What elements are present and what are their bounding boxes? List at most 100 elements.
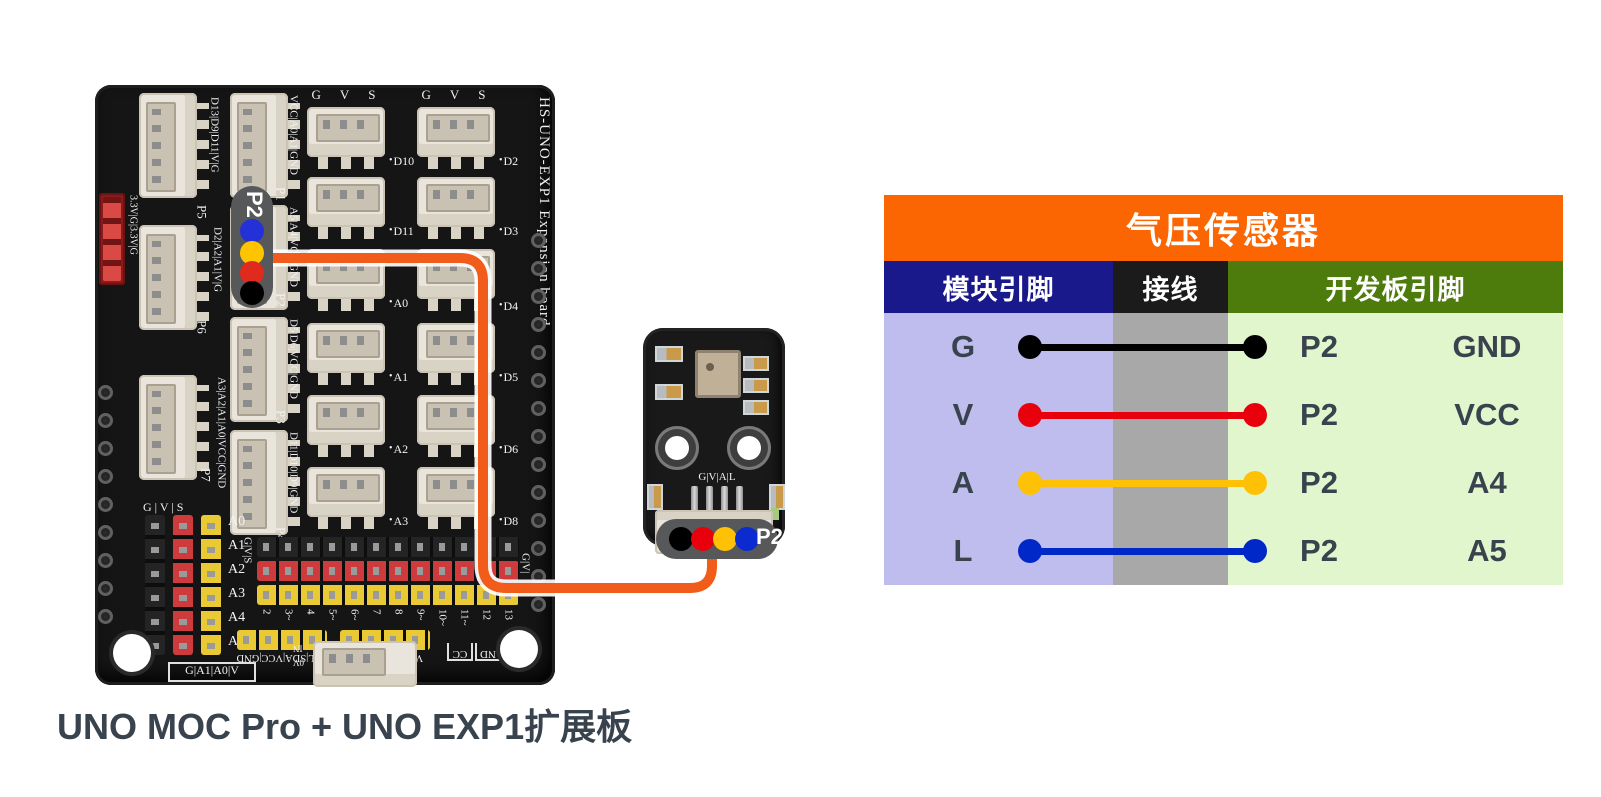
smd-component <box>743 400 769 415</box>
vcc-partial-label: CC <box>447 643 473 661</box>
port-id-label: P2 <box>273 293 289 307</box>
smd-component <box>769 484 785 510</box>
board-port-label: P2 <box>1300 397 1338 432</box>
solder-pad <box>531 261 546 276</box>
solder-pad <box>98 525 113 540</box>
solder-pad <box>531 597 546 612</box>
expansion-board: HS-UNO-EXP1 Expansion board G V S G V S … <box>95 85 555 687</box>
mounting-hole <box>500 630 538 668</box>
digital-pin-label: 6~ <box>348 609 361 621</box>
solder-pad <box>98 441 113 456</box>
port-id-label: P7 <box>198 468 214 482</box>
socket-label: D6 <box>499 443 519 456</box>
gnd-partial-label: ND <box>475 643 501 661</box>
board-pin-label: A4 <box>1467 465 1507 500</box>
mounting-hole <box>113 634 151 672</box>
solder-pad <box>98 581 113 596</box>
smd-component <box>743 356 769 371</box>
wiring-table: 气压传感器 模块引脚 接线 开发板引脚 G P2 GND V P2 VCC <box>884 195 1563 585</box>
power-connector <box>99 193 125 285</box>
port-id-label: P3 <box>273 410 289 424</box>
wire-endpoint-dot <box>1243 471 1267 495</box>
digital-pin-label: 13 <box>502 609 515 620</box>
analog-pin-label: A2 <box>228 562 246 577</box>
solder-pad <box>98 553 113 568</box>
socket-label: D8 <box>499 515 519 528</box>
sensor-mounting-hole <box>727 426 771 470</box>
port-id-label: P1 <box>273 187 289 201</box>
sensor-mounting-hole <box>655 426 699 470</box>
jst-socket <box>307 467 385 529</box>
pin-header-column <box>145 515 165 655</box>
digital-pin-label: 4 <box>304 609 317 615</box>
board-pin-label: VCC <box>1454 397 1520 432</box>
smd-component <box>743 378 769 393</box>
pin-header-row <box>257 561 519 581</box>
table-title: 气压传感器 <box>884 195 1563 261</box>
port-pins-label: A5|A4|VCC|GND <box>287 207 300 287</box>
bottom-connector <box>313 641 417 687</box>
analog-pin-label: A3 <box>228 586 246 601</box>
socket-label: A3 <box>389 515 409 528</box>
gvs-header: G V S <box>311 87 383 102</box>
solder-pad <box>531 541 546 556</box>
solder-pad <box>98 385 113 400</box>
pin-header-column <box>201 515 221 655</box>
column-header-board-pin: 开发板引脚 <box>1228 261 1563 313</box>
sensor-port-badge: P2 <box>656 519 783 559</box>
smd-component <box>655 384 683 400</box>
solder-pad <box>98 413 113 428</box>
sensor-pins-label: G|V|A|L <box>698 471 736 483</box>
digital-header-label: G|V|S <box>241 537 254 564</box>
jst-socket <box>307 249 385 311</box>
jst-socket <box>417 395 495 457</box>
smd-component <box>655 346 683 362</box>
port-pins-label: D2|A2|A1|V|G <box>211 227 224 293</box>
port-connector-p7 <box>139 375 209 480</box>
solder-pad <box>531 429 546 444</box>
aux-label: G|A1|A0|V <box>168 662 256 682</box>
table-row: V P2 VCC <box>884 381 1563 449</box>
port-pins-label: A3|A2|A1|A0|VCC|GND <box>215 377 228 489</box>
jst-socket <box>307 177 385 239</box>
analog-pin-label: A1 <box>228 538 246 553</box>
board-port-badge: P2 <box>231 186 273 308</box>
i2c-header <box>237 630 327 650</box>
caption: UNO MOC Pro + UNO EXP1扩展板 <box>57 706 633 747</box>
solder-pad <box>531 569 546 584</box>
port-connector-p6 <box>139 225 209 330</box>
digital-pin-label: 3~ <box>282 609 295 621</box>
socket-label: D5 <box>499 371 519 384</box>
solder-pad <box>98 469 113 484</box>
digital-pin-label: 5~ <box>326 609 339 621</box>
digital-pin-label: 10~ <box>436 609 449 626</box>
jst-socket <box>417 249 495 311</box>
port-pins-label: D11|D10|D9|GND <box>287 432 300 514</box>
board-port-label: P2 <box>1300 465 1338 500</box>
wire-color-dot <box>713 527 737 551</box>
jst-socket <box>417 107 495 169</box>
jst-socket <box>417 323 495 385</box>
solder-pad <box>98 497 113 512</box>
solder-pad <box>531 457 546 472</box>
analog-pin-label: A4 <box>228 610 246 625</box>
digital-pin-label: 7 <box>370 609 383 615</box>
pin-header-row <box>257 537 519 557</box>
digital-pin-label: 8 <box>392 609 405 615</box>
digital-pin-label: 12 <box>480 609 493 620</box>
solder-pad <box>531 317 546 332</box>
socket-label: D3 <box>499 225 519 238</box>
port-pins-label: D5|D6|VCC|GND <box>287 319 300 399</box>
pin-header-column <box>173 515 193 655</box>
ov-label: 0V <box>293 657 304 668</box>
table-row: G P2 GND <box>884 313 1563 381</box>
jst-socket <box>307 107 385 169</box>
socket-label: D2 <box>499 155 519 168</box>
solder-pad <box>531 345 546 360</box>
sensor-port-badge-label: P2 <box>756 524 783 549</box>
wire-line <box>1030 547 1255 555</box>
socket-label: A0 <box>389 297 409 310</box>
smd-component <box>647 484 663 510</box>
wire-endpoint-dot <box>1243 403 1267 427</box>
port-id-label: P5 <box>194 205 210 219</box>
